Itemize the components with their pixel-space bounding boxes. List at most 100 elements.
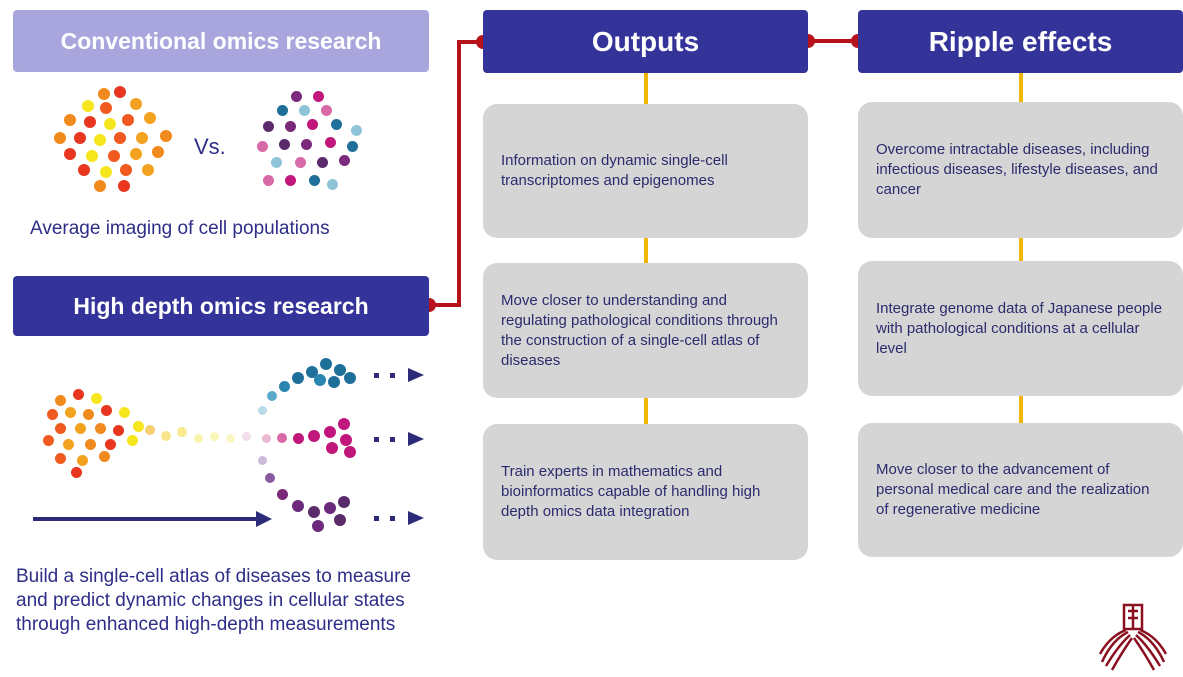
cell-dot [328, 376, 340, 388]
cell-dot [90, 392, 102, 404]
cell-dot [256, 140, 268, 152]
cell-dot [312, 520, 324, 532]
cell-dot [98, 450, 110, 462]
cell-dot [334, 514, 346, 526]
cell-dot [114, 86, 126, 98]
cell-dot [314, 374, 326, 386]
cell-dot [145, 425, 155, 435]
cell-dot [278, 138, 290, 150]
cell-dot [330, 118, 342, 130]
cell-dot [84, 116, 96, 128]
cell-dot [94, 422, 106, 434]
cell-dot [262, 174, 274, 186]
cell-dot [324, 136, 336, 148]
cell-dot [142, 164, 154, 176]
cell-dot [64, 406, 76, 418]
cell-dot [161, 431, 171, 441]
cell-dot [338, 496, 350, 508]
dotted-arrow-bottom [374, 511, 424, 525]
cell-dot [344, 446, 356, 458]
time-arrow-head [256, 511, 272, 527]
cell-dot [257, 455, 267, 465]
cell-dot [70, 466, 82, 478]
cell-dot [94, 180, 106, 192]
cell-dot [276, 104, 288, 116]
cell-dot [100, 166, 112, 178]
cell-dot [82, 100, 94, 112]
cell-dot [100, 404, 112, 416]
cell-dot [64, 148, 76, 160]
cell-dot [130, 98, 142, 110]
cell-dot [98, 88, 110, 100]
cell-dot [270, 156, 282, 168]
cell-dot [62, 438, 74, 450]
ripple-effects-header: Ripple effects [858, 10, 1183, 73]
cell-dot [225, 433, 235, 443]
vs-label: Vs. [194, 134, 226, 159]
cell-dot [292, 500, 304, 512]
cell-dot [241, 431, 251, 441]
cell-dot [42, 434, 54, 446]
cell-dot [300, 138, 312, 150]
cell-dot [346, 140, 358, 152]
cell-dot [306, 118, 318, 130]
cell-dot [290, 90, 302, 102]
conventional-omics-header: Conventional omics research [13, 10, 429, 72]
cell-dot [108, 150, 120, 162]
cell-dot [122, 114, 134, 126]
high-depth-omics-header: High depth omics research [13, 276, 429, 336]
cell-dot [54, 452, 66, 464]
cell-dot [74, 132, 86, 144]
cell-dot [104, 118, 116, 130]
cell-dot [312, 90, 324, 102]
cell-dot [72, 388, 84, 400]
university-crest-icon [1098, 603, 1168, 671]
cell-dot [160, 130, 172, 142]
cell-dot [209, 431, 219, 441]
cell-dot [112, 424, 124, 436]
cell-dot [78, 164, 90, 176]
cell-dot [344, 372, 356, 384]
output-box: Move closer to understanding and regulat… [483, 263, 808, 398]
cell-dot [54, 394, 66, 406]
cell-dot [308, 506, 320, 518]
ripple-box: Integrate genome data of Japanese people… [858, 261, 1183, 396]
cell-dot [54, 422, 66, 434]
cell-dot [118, 406, 130, 418]
cell-dot [94, 134, 106, 146]
cell-dot [262, 120, 274, 132]
cell-dot [308, 174, 320, 186]
ripple-box: Overcome intractable diseases, including… [858, 102, 1183, 238]
cell-dot [114, 132, 126, 144]
cell-dot [320, 358, 332, 370]
cell-dot [261, 433, 271, 443]
cell-dot [86, 150, 98, 162]
ripple-box: Move closer to the advancement of person… [858, 423, 1183, 557]
cell-dot [132, 420, 144, 432]
cell-dot [292, 372, 304, 384]
cell-dot [76, 454, 88, 466]
cell-dot [64, 114, 76, 126]
cell-dot [120, 164, 132, 176]
cell-dot [350, 124, 362, 136]
cell-dot [257, 405, 267, 415]
single-cell-atlas-caption: Build a single-cell atlas of diseases to… [16, 566, 411, 635]
cell-dot [74, 422, 86, 434]
cell-dot [326, 442, 338, 454]
cell-dot [320, 104, 332, 116]
cell-dot [277, 433, 287, 443]
output-box: Information on dynamic single-cell trans… [483, 104, 808, 238]
cell-dot [82, 408, 94, 420]
cell-dot [316, 156, 328, 168]
cell-dot [292, 432, 304, 444]
cell-dot [193, 433, 203, 443]
cell-dot [340, 434, 352, 446]
cell-dot [84, 438, 96, 450]
cell-dot [126, 434, 138, 446]
dotted-arrow-top [374, 368, 424, 382]
cell-dot [308, 430, 320, 442]
red-connector-left [429, 40, 483, 307]
cell-dot [104, 438, 116, 450]
cell-dot [144, 112, 156, 124]
